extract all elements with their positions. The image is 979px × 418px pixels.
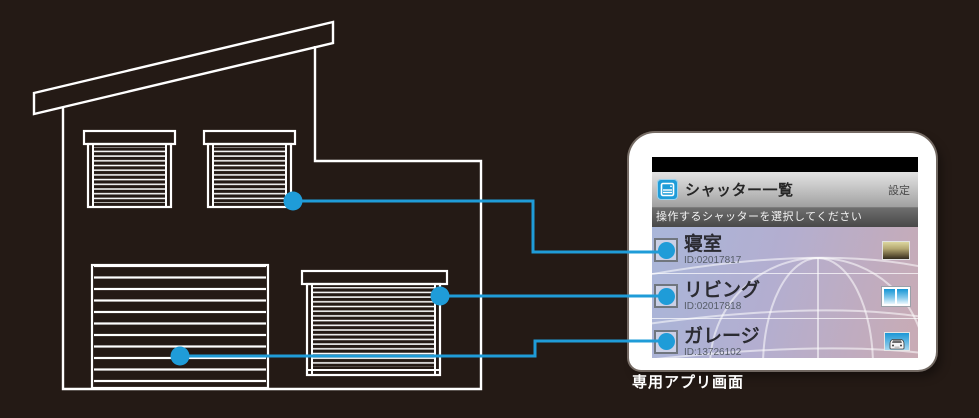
window-icon — [881, 285, 911, 307]
instruction-text: 操作するシャッターを選択してください — [652, 208, 918, 227]
room-name: ガレージ — [684, 325, 760, 347]
list-item-garage[interactable]: ガレージ ID:13726102 — [652, 318, 918, 358]
room-name: 寝室 — [684, 234, 723, 255]
garage-checkbox[interactable] — [654, 329, 678, 354]
living-checkbox[interactable] — [654, 284, 678, 308]
shutter-id: ID:02017818 — [684, 301, 742, 312]
app-header: シャッター一覧 設定 — [652, 172, 918, 208]
status-bar — [652, 157, 918, 172]
settings-button[interactable]: 設定 — [888, 184, 910, 197]
shutter-app-icon — [657, 179, 678, 200]
app-screen-caption: 専用アプリ画面 — [632, 374, 745, 391]
room-name: リビング — [684, 280, 761, 301]
list-item-living[interactable]: リビング ID:02017818 — [652, 273, 918, 318]
selected-dot — [657, 287, 675, 305]
phone-mockup: シャッター一覧 設定 操作するシャッターを選択してください 寝室 I — [629, 133, 936, 370]
selected-dot — [657, 333, 675, 350]
page-title: シャッター一覧 — [685, 182, 794, 199]
shutter-id: ID:13726102 — [684, 346, 742, 358]
bedroom-checkbox[interactable] — [654, 238, 678, 262]
window-shutter-bedroom — [202, 129, 297, 209]
shutter-list: 寝室 ID:02017817 リビング ID:02017818 ガレージ — [652, 227, 918, 358]
garage-car-icon — [884, 332, 910, 351]
phone-screen: シャッター一覧 設定 操作するシャッターを選択してください 寝室 I — [652, 157, 918, 358]
selected-dot — [657, 241, 675, 259]
roof-beam — [32, 20, 335, 116]
house-walls — [61, 46, 483, 391]
garage-shutter — [90, 263, 270, 390]
house-outline — [32, 20, 483, 391]
window-shutter-living — [300, 269, 449, 377]
shutter-id: ID:02017817 — [684, 255, 742, 266]
closed-shutter-icon — [882, 240, 910, 260]
list-item-bedroom[interactable]: 寝室 ID:02017817 — [652, 227, 918, 273]
window-shutter-upper-left — [82, 129, 177, 209]
